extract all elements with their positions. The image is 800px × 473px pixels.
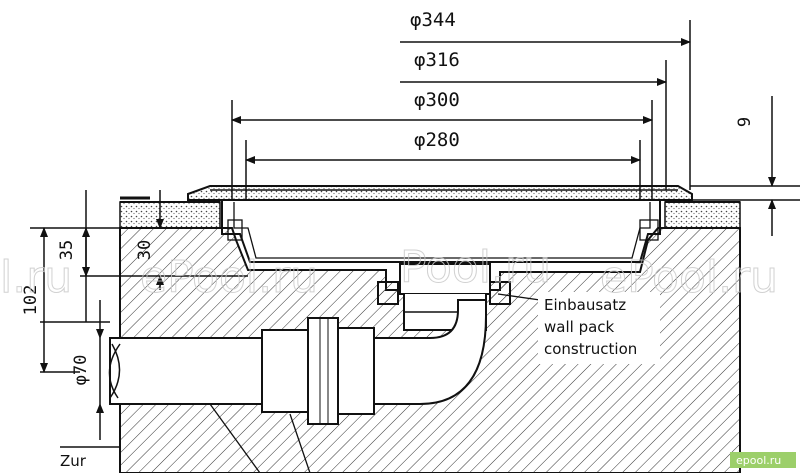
dim-280: φ280 [414, 129, 460, 151]
corner-label: Zur [60, 452, 87, 470]
tray-frame [187, 185, 693, 263]
drain-pipe [108, 299, 487, 425]
drain-outlet [377, 263, 511, 331]
dim-344: φ344 [410, 9, 456, 31]
watermarks: l.ru ePool.ru Pool.ru ePool.ru epool.ru [0, 242, 796, 468]
note-line-1: Einbausatz [544, 296, 626, 314]
assembly-note: Einbausatz wall pack construction [538, 292, 660, 364]
note-line-2: wall pack [544, 318, 615, 336]
watermark-badge-bg [730, 452, 796, 468]
dim-35: 35 [57, 240, 77, 260]
note-line-3: construction [544, 340, 637, 358]
dim-300: φ300 [414, 89, 460, 111]
watermark-badge: epool.ru [736, 454, 781, 467]
dim-70: φ70 [71, 355, 91, 386]
watermark-center: Pool.ru [400, 242, 551, 293]
watermark-center-left: ePool.ru [140, 252, 318, 303]
dim-102: 102 [21, 285, 41, 316]
dim-30: 30 [135, 240, 155, 260]
leader-lines [209, 293, 541, 473]
dim-316: φ316 [414, 49, 460, 71]
dimension-lines [30, 20, 800, 448]
watermark-left: l.ru [0, 252, 72, 303]
floor-surface [120, 196, 740, 203]
watermark-right: ePool.ru [600, 252, 778, 303]
dim-9: 9 [735, 117, 755, 127]
